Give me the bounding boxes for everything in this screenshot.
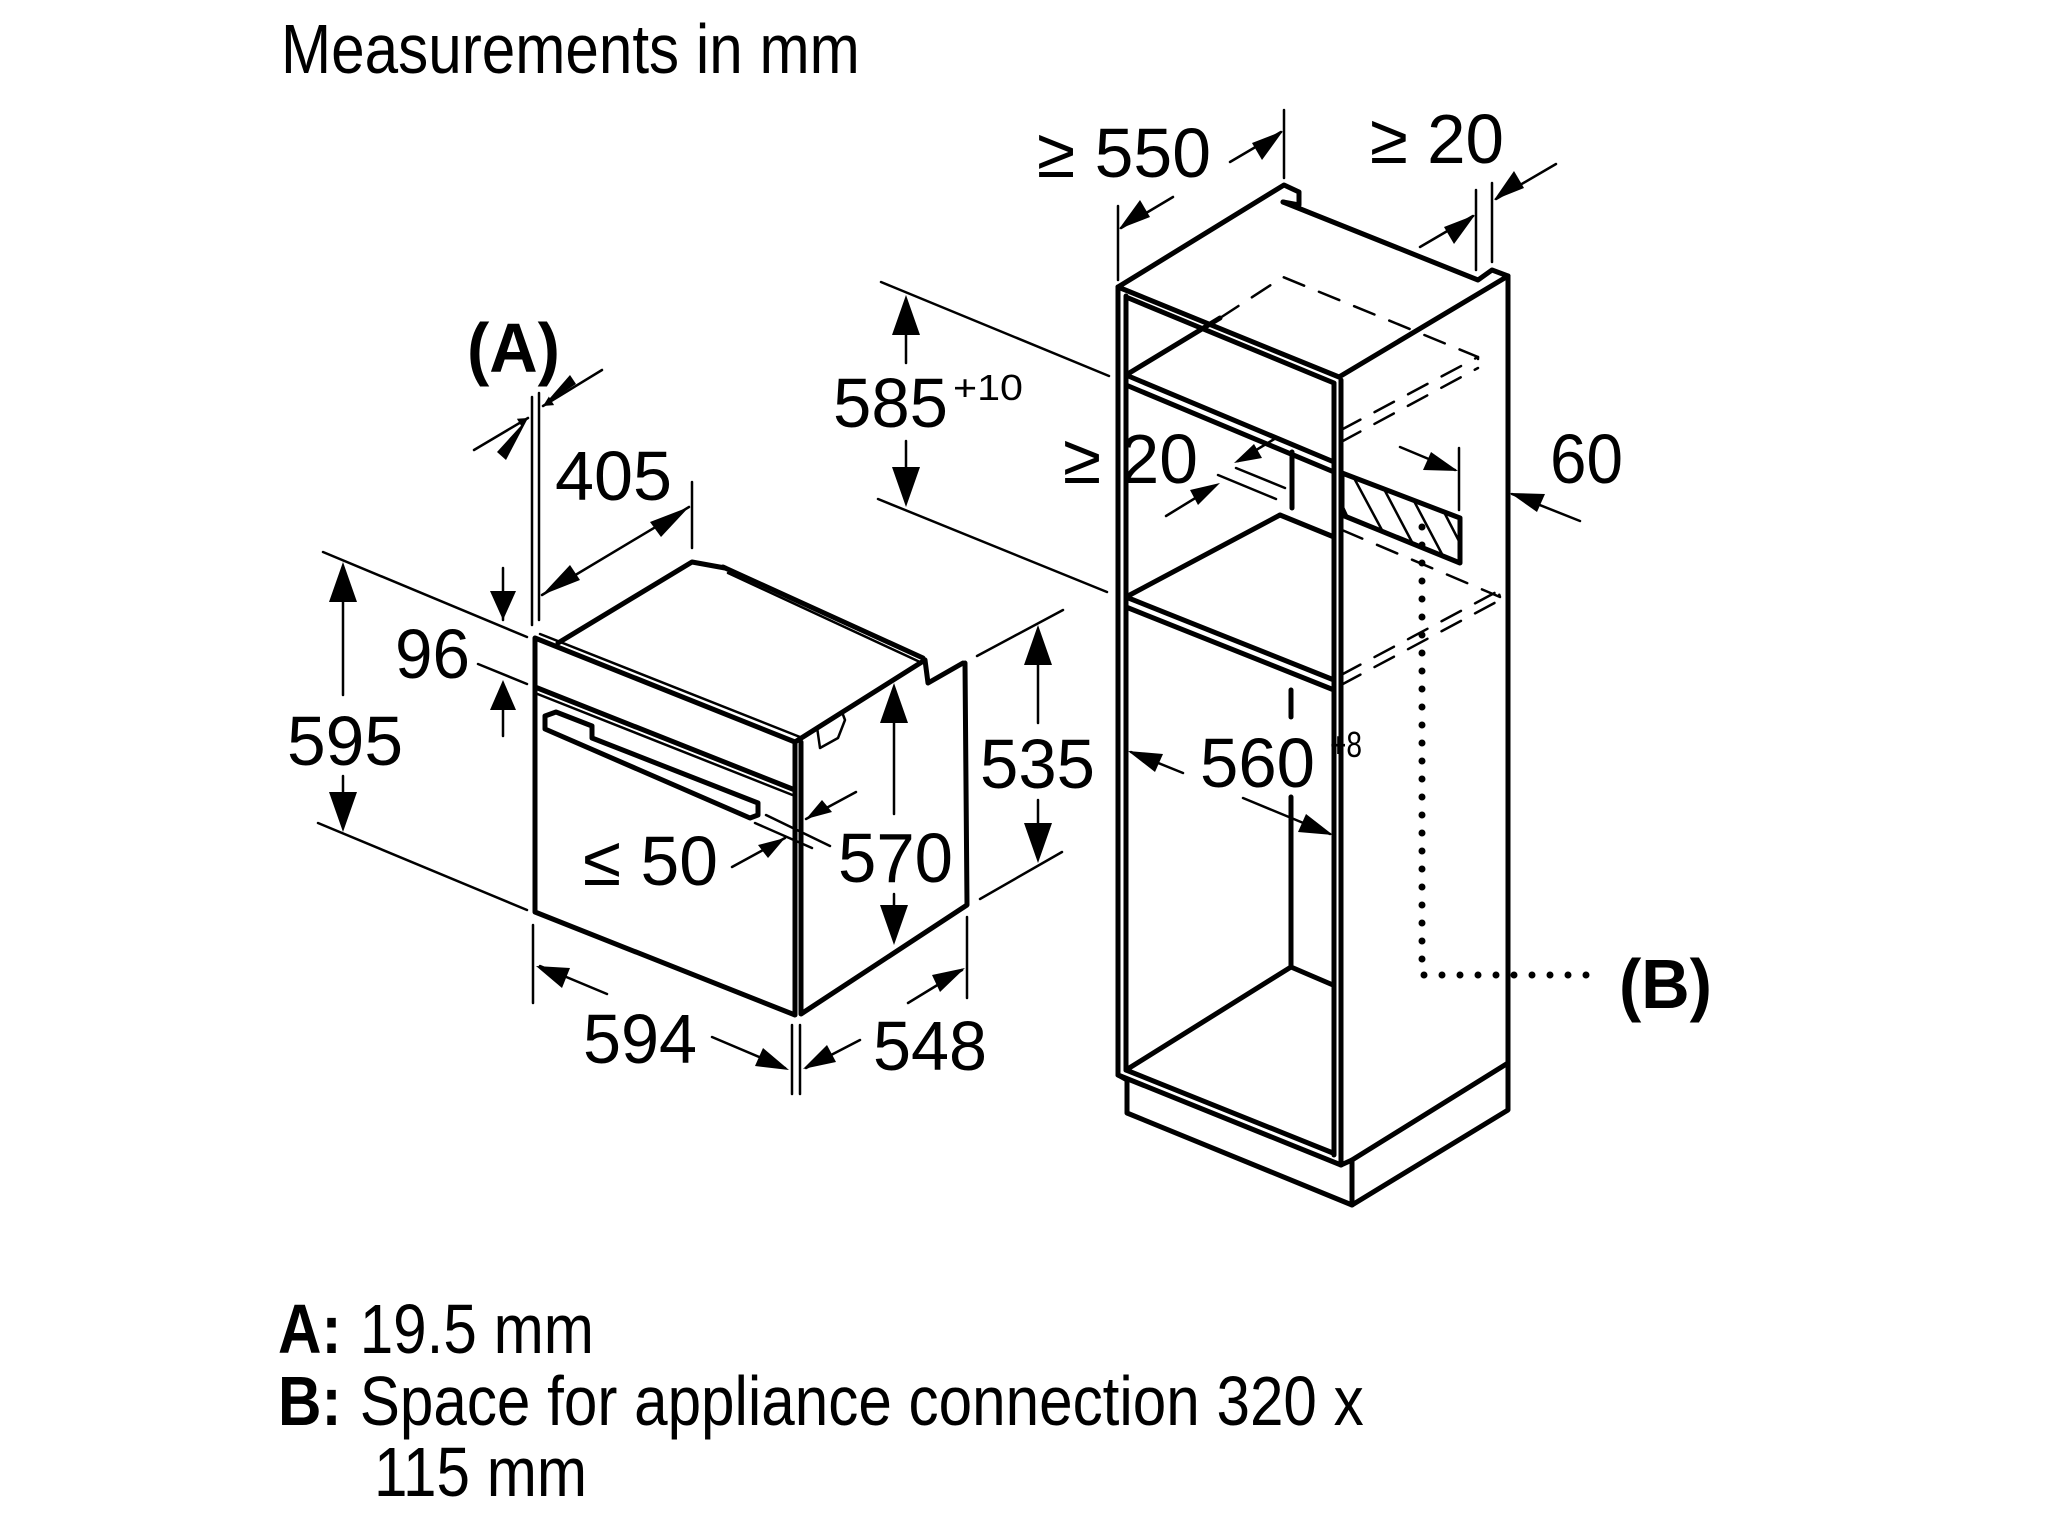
connection-leader-dotted (1418, 523, 1596, 979)
dim-535: 535 (980, 725, 1095, 803)
oven-control-panel-line-inner (533, 691, 797, 798)
cabinet-hidden-mid (1340, 528, 1502, 599)
cabinet-hidden-upper-2 (1339, 366, 1480, 444)
legend-key-a: A: (278, 1290, 342, 1368)
cabinet-upper-shelf-back (1123, 315, 1223, 378)
oven-front-top-lip (538, 632, 802, 739)
oven-side-hook (815, 710, 847, 750)
oven-labels: (A) 405 96 595 ≤ 50 570 535 594 548 (287, 309, 1095, 1085)
dim-560-tolerance: +8 (1330, 724, 1362, 765)
cabinet-lower-shelf-front-2 (1123, 604, 1337, 693)
legend-text-b: Space for appliance connection 320 x (359, 1362, 1364, 1440)
oven-door-handle-end (716, 786, 760, 805)
page-title: Measurements in mm (281, 10, 860, 88)
legend-text-a: 19.5 mm (359, 1290, 594, 1368)
cabinet-hidden-top (1218, 275, 1480, 372)
cabinet-lower-shelf-back (1123, 512, 1283, 600)
dim-594: 594 (583, 1000, 697, 1078)
dim-560: 560 (1200, 724, 1315, 802)
oven-top-rear-strip-inner (726, 571, 922, 664)
oven-top-right-edge (792, 657, 966, 745)
dim-405: 405 (555, 437, 672, 515)
cabinet-drawing (1115, 182, 1596, 1208)
legend-item-b-continuation: 115 mm (374, 1433, 587, 1511)
dim-96: 96 (395, 615, 470, 693)
cabinet-right-side (1349, 273, 1511, 1208)
cabinet-lower-shelf-front (1123, 594, 1337, 683)
dim-570: 570 (838, 819, 953, 897)
dim-585: 585 (833, 364, 948, 442)
oven-drawing (532, 559, 970, 1018)
cabinet-dimensions (876, 108, 1582, 836)
cabinet-rear-vent-base (1277, 512, 1337, 540)
cabinet-bottom-back (1123, 964, 1294, 1073)
connection-space-hatched (1339, 470, 1463, 566)
cabinet-plinth (1124, 1077, 1355, 1208)
dim-548: 548 (873, 1007, 987, 1085)
oven-side-face (798, 660, 970, 1017)
cabinet-plinth-top (1338, 1060, 1511, 1168)
oven-top-left-edge (555, 559, 728, 646)
cabinet-top-right-edge (1280, 199, 1511, 283)
dim-595: 595 (287, 702, 403, 780)
oven-top-rear-strip (720, 564, 926, 661)
legend-item-a: A:19.5 mm (278, 1294, 594, 1364)
cabinet-upper-shelf-front-2 (1123, 382, 1337, 475)
cabinet-hidden-lower-2 (1339, 598, 1502, 687)
cabinet-bottom-front-2 (1115, 1072, 1344, 1168)
label-a: (A) (467, 309, 560, 387)
dim-585-tolerance: +10 (953, 367, 1023, 408)
legend-key-b: B: (278, 1362, 342, 1440)
oven-dimensions (316, 368, 1065, 1096)
cabinet-bottom-front (1123, 1067, 1336, 1156)
dim-ge-20-rear: ≥ 20 (1370, 100, 1504, 178)
oven-control-panel-line (532, 684, 798, 793)
dim-le-50: ≤ 50 (583, 822, 718, 900)
dim-60: 60 (1550, 420, 1623, 498)
dim-ge-550: ≥ 550 (1037, 114, 1211, 192)
legend-item-b: B:Space for appliance connection 320 x (278, 1366, 1364, 1436)
cabinet-top-front-edge (1115, 273, 1511, 380)
cabinet-labels: ≥ 550 ≥ 20 585 +10 ≥ 20 60 560 +8 (B) (833, 100, 1712, 1023)
oven-front-face (532, 635, 798, 1018)
dim-ge-20-vent: ≥ 20 (1063, 420, 1198, 498)
cabinet-top-panel-bottom (1123, 294, 1337, 386)
cabinet-top-left-edge (1115, 182, 1302, 290)
label-b: (B) (1619, 945, 1712, 1023)
cabinet-hidden-upper (1339, 355, 1480, 432)
cabinet-upper-shelf-front (1123, 372, 1337, 465)
